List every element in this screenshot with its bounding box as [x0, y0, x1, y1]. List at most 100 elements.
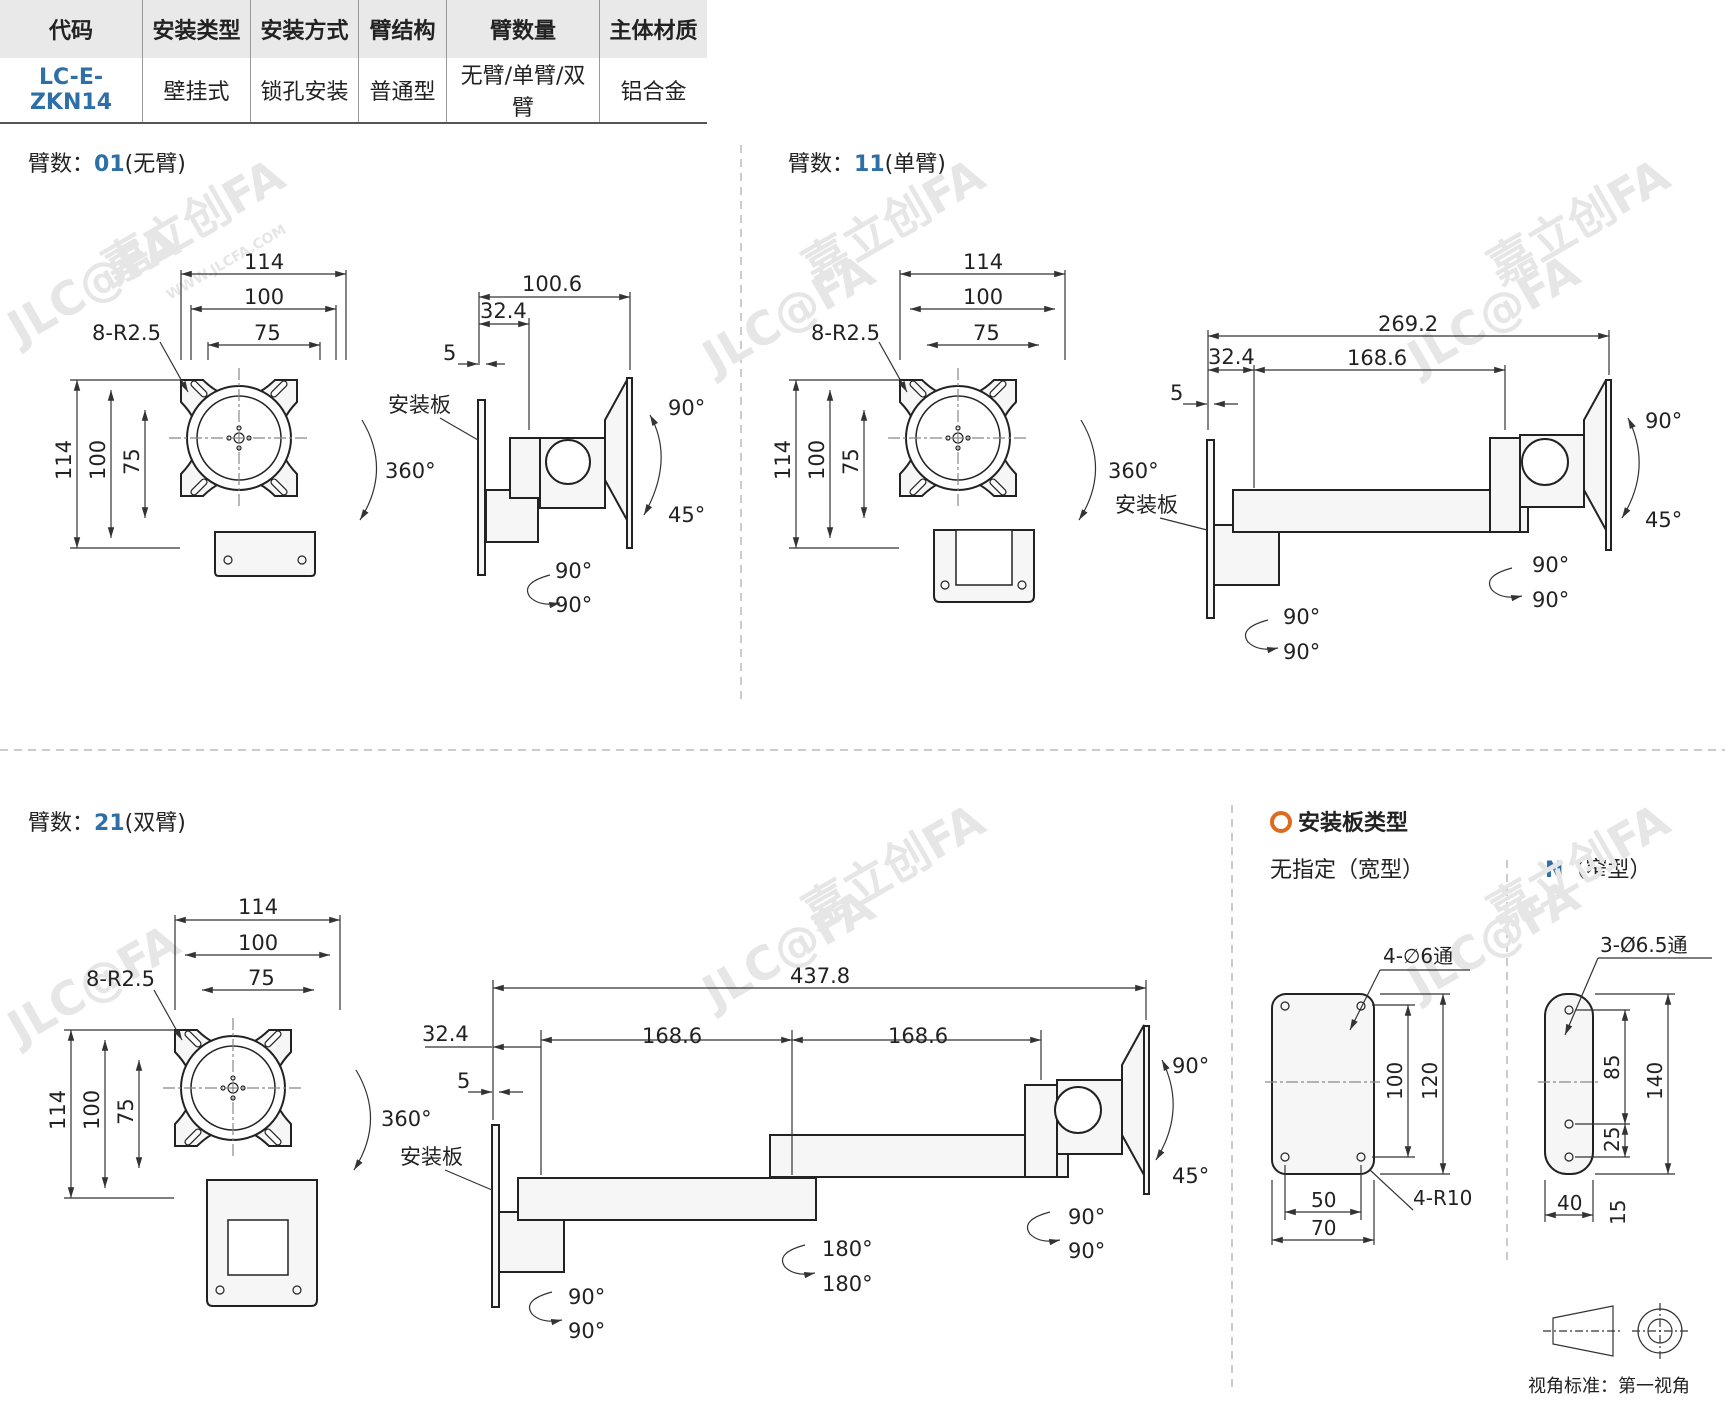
cell-arm-structure: 普通型 — [358, 58, 447, 124]
header-code: 代码 — [0, 0, 143, 58]
plate-types-title: 安装板类型 — [1270, 805, 1408, 837]
header-arm-structure: 臂结构 — [358, 0, 447, 58]
dim-114-vertical: 114 — [52, 440, 76, 480]
dim-100-vertical: 100 — [80, 1090, 104, 1130]
dim-75: 75 — [973, 321, 1000, 345]
angle-45: 45° — [668, 503, 705, 527]
section-title-21: 臂数：21(双臂) — [28, 811, 186, 836]
dim-40: 40 — [1557, 1191, 1582, 1215]
angle-45: 45° — [1172, 1164, 1209, 1188]
angle-90: 90° — [1532, 588, 1569, 612]
dim-32-4: 32.4 — [480, 299, 527, 323]
plate-wide-label: 无指定（宽型） — [1270, 858, 1425, 883]
cell-code: LC-E-ZKN14 — [0, 58, 143, 124]
plate-label: 安装板 — [1115, 493, 1178, 517]
dim-114: 114 — [244, 250, 284, 274]
dim-5: 5 — [457, 1069, 470, 1093]
angle-180: 180° — [822, 1272, 873, 1296]
dim-100-vertical: 100 — [805, 440, 829, 480]
dim-radius: 8-R2.5 — [92, 321, 161, 345]
dim-holes: 3-Ø6.5通 — [1600, 933, 1688, 957]
angle-90: 90° — [555, 593, 592, 617]
watermark-brand: 嘉立创FA — [794, 793, 994, 940]
dim-32-4: 32.4 — [422, 1022, 469, 1046]
mount-front-view — [168, 367, 310, 509]
bullet-icon — [1270, 811, 1292, 833]
spec-table: 代码 安装类型 安装方式 臂结构 臂数量 主体材质 LC-E-ZKN14 壁挂式… — [0, 0, 707, 124]
rotation-360: 360° — [1108, 459, 1159, 483]
rotation-360: 360° — [381, 1107, 432, 1131]
dim-100-6: 100.6 — [522, 272, 582, 296]
angle-45: 45° — [1645, 508, 1682, 532]
angle-90: 90° — [555, 559, 592, 583]
dim-75-vertical: 75 — [120, 448, 144, 475]
dim-25: 25 — [1600, 1127, 1624, 1152]
angle-90: 90° — [1283, 605, 1320, 629]
mount-front-view — [887, 367, 1029, 509]
plate-wide-drawing: 100 120 50 70 4-∅6通 4-R10 — [1265, 944, 1472, 1245]
angle-90: 90° — [1532, 553, 1569, 577]
rotation-360: 360° — [385, 459, 436, 483]
arm-segment-2 — [769, 1134, 1069, 1178]
drawing-01: 114 100 75 8-R2.5 114 100 75 360° 100.6 … — [52, 250, 705, 617]
cell-install-type: 壁挂式 — [142, 58, 251, 124]
view-standard: 视角标准：第一视角 — [1528, 1376, 1690, 1397]
plate-narrow-drawing: 85 25 140 40 15 3-Ø6.5通 — [1538, 933, 1712, 1225]
mount-plate-side — [1206, 439, 1215, 619]
dim-437-8: 437.8 — [790, 964, 850, 988]
angle-90: 90° — [1172, 1054, 1209, 1078]
dim-70: 70 — [1311, 1216, 1336, 1240]
dim-168-6: 168.6 — [1347, 346, 1407, 370]
drawing-21: 114 100 75 8-R2.5 114 100 75 360° 437.8 … — [46, 895, 1209, 1343]
dim-100: 100 — [963, 285, 1003, 309]
first-angle-projection-icon — [1543, 1303, 1688, 1359]
section-title-11: 臂数：11(单臂) — [788, 152, 946, 177]
angle-90: 90° — [568, 1319, 605, 1343]
dim-holes: 4-∅6通 — [1383, 944, 1453, 968]
dim-5: 5 — [1170, 381, 1183, 405]
spec-data-row: LC-E-ZKN14 壁挂式 锁孔安装 普通型 无臂/单臂/双臂 铝合金 — [0, 58, 707, 124]
dim-15: 15 — [1606, 1200, 1630, 1225]
header-arm-count: 臂数量 — [446, 0, 600, 58]
plate-label: 安装板 — [388, 393, 451, 417]
mount-front-view — [162, 1017, 304, 1159]
dim-269-2: 269.2 — [1378, 312, 1438, 336]
plate-narrow-label: N（窄型） — [1545, 858, 1652, 883]
mount-plate-side — [477, 399, 486, 576]
header-install-type: 安装类型 — [142, 0, 251, 58]
angle-180: 180° — [822, 1237, 873, 1261]
dim-168-6: 168.6 — [642, 1024, 702, 1048]
dim-75-vertical: 75 — [839, 448, 863, 475]
dim-75-vertical: 75 — [114, 1098, 138, 1125]
dim-100: 100 — [244, 285, 284, 309]
dim-100-vertical: 100 — [86, 440, 110, 480]
angle-90: 90° — [1068, 1205, 1105, 1229]
dim-114-vertical: 114 — [46, 1090, 70, 1130]
wall-plate — [214, 531, 316, 577]
dim-75: 75 — [248, 966, 275, 990]
dim-radius: 8-R2.5 — [811, 321, 880, 345]
dim-32-4: 32.4 — [1208, 345, 1255, 369]
drawing-11: 114 100 75 8-R2.5 114 100 75 360° 269.2 … — [771, 250, 1682, 664]
spec-header-row: 代码 安装类型 安装方式 臂结构 臂数量 主体材质 — [0, 0, 707, 58]
dim-85: 85 — [1600, 1055, 1624, 1080]
angle-90: 90° — [1283, 640, 1320, 664]
arm-segment — [1232, 489, 1529, 533]
arm-segment-1 — [517, 1177, 817, 1221]
angle-90: 90° — [668, 396, 705, 420]
header-material: 主体材质 — [599, 0, 707, 58]
dim-114: 114 — [238, 895, 278, 919]
dim-75: 75 — [254, 321, 281, 345]
plate-label: 安装板 — [400, 1145, 463, 1169]
cell-arm-count: 无臂/单臂/双臂 — [446, 58, 600, 124]
section-dividers — [0, 145, 1725, 1390]
dim-5: 5 — [443, 341, 456, 365]
watermark-brand: 嘉立创FA — [1479, 148, 1679, 295]
mount-plate-side — [491, 1124, 500, 1308]
dim-168-6: 168.6 — [888, 1024, 948, 1048]
dim-100: 100 — [1383, 1062, 1407, 1100]
dim-50: 50 — [1311, 1188, 1336, 1212]
dim-120: 120 — [1418, 1062, 1442, 1100]
cell-material: 铝合金 — [599, 58, 707, 124]
